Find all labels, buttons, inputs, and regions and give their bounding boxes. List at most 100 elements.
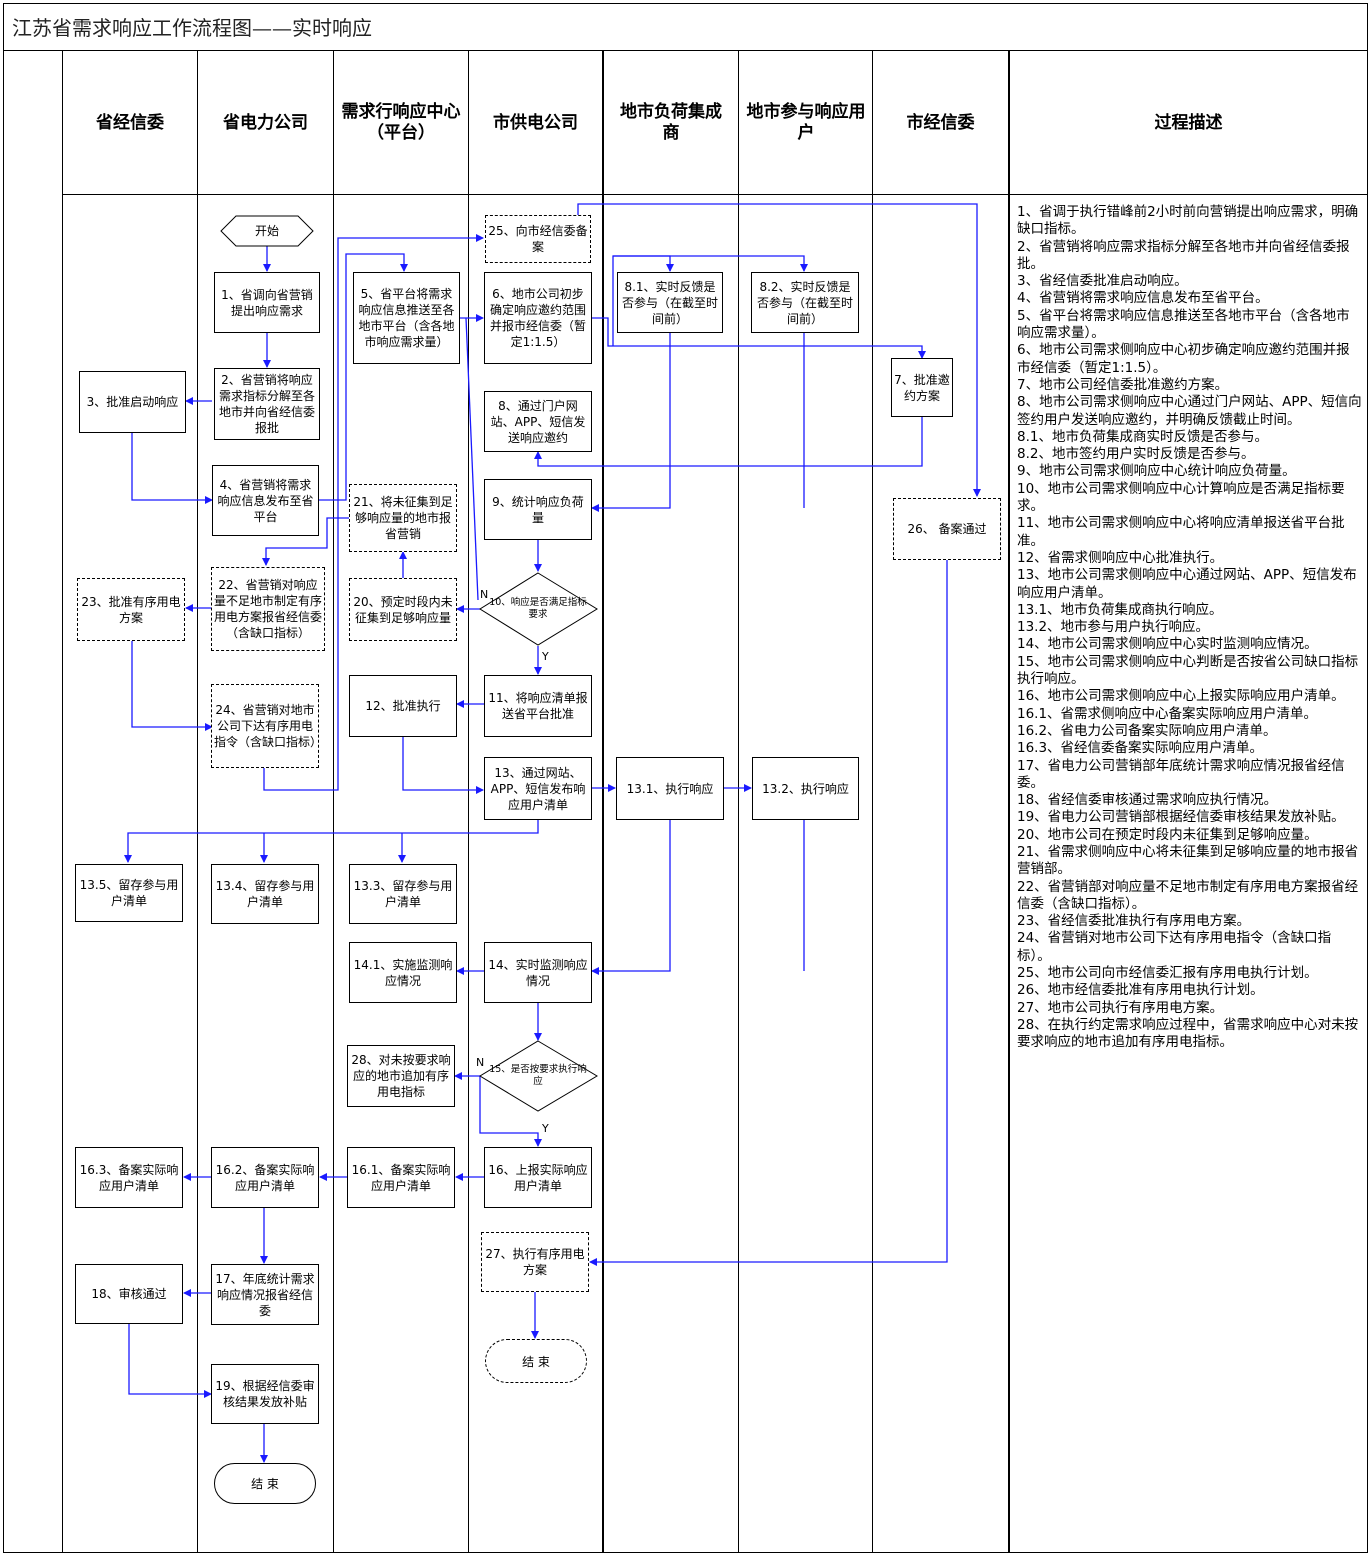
lane-header: 地市参与响应用户 [746,102,866,143]
process-node-17: 17、年底统计需求响应情况报省经信委 [211,1264,319,1325]
process-node-3: 3、批准启动响应 [79,371,186,433]
process-node-14-1: 14.1、实施监测响应情况 [349,942,457,1003]
description-item: 13.2、地市参与用户执行响应。 [1017,619,1210,636]
description-item: 22、省营销部对响应量不足地市制定有序用电方案报省经信委（含缺口指标）。 [1017,878,1359,912]
description-item: 23、省经信委批准执行有序用电方案。 [1017,913,1251,930]
description-item: 16.3、省经信委备案实际响应用户清单。 [1017,740,1264,757]
lane-line [62,51,63,1552]
description-item: 16、地市公司需求侧响应中心上报实际响应用户清单。 [1017,688,1345,705]
description-item: 27、地市公司执行有序用电方案。 [1017,999,1224,1016]
process-node-13-3: 13.3、留存参与用户清单 [349,864,457,924]
description-item: 11、地市公司需求侧响应中心将响应清单报送省平台批准。 [1017,515,1345,549]
process-node-1: 1、省调向省营销提出响应需求 [214,272,320,333]
process-node-5: 5、省平台将需求响应信息推送至各地市平台（含各地市响应需求量） [353,272,460,364]
process-node-16: 16、上报实际响应用户清单 [484,1147,592,1208]
process-node-4: 4、省营销将需求响应信息发布至省平台 [212,465,319,536]
lane-line [738,51,739,1552]
description-item: 7、地市公司经信委批准邀约方案。 [1017,376,1229,393]
description-item: 19、省电力公司营销部根据经信委审核结果发放补贴。 [1017,809,1345,826]
description-item: 1、省调于执行错峰前2小时前向营销提出响应需求，明确缺口指标。 [1017,204,1359,238]
process-description: 1、省调于执行错峰前2小时前向营销提出响应需求，明确缺口指标。2、省营销将响应需… [1017,204,1363,1052]
description-item: 28、在执行约定需求响应过程中，省需求响应中心对未按要求响应的地市追加有序用电指… [1017,1016,1359,1051]
process-node-8: 8、通过门户网站、APP、短信发送响应邀约 [484,391,592,452]
description-item: 10、地市公司需求侧响应中心计算响应是否满足指标要求。 [1017,480,1345,515]
process-node-8-2: 8.2、实时反馈是否参与（在截至时间前） [751,272,859,333]
lane-line [1008,51,1010,1552]
process-node-12: 12、批准执行 [349,675,457,737]
edge [131,433,213,504]
process-node-2: 2、省营销将响应需求指标分解至各地市并向省经信委报批 [214,368,320,440]
description-item: 8.1、地市负荷集成商实时反馈是否参与。 [1017,428,1268,445]
page-title: 江苏省需求响应工作流程图——实时响应 [12,16,372,40]
process-node-9: 9、统计响应负荷量 [484,479,592,540]
process-node-23: 23、批准有序用电方案 [77,578,185,641]
process-node-7: 7、批准邀约方案 [891,358,953,417]
edge [591,333,671,512]
edge [577,203,981,497]
process-node-14: 14、实时监测响应情况 [484,942,592,1003]
description-item: 6、地市公司需求侧响应中心初步确定响应邀约范围并报市经信委（暂定1:1.5）。 [1017,342,1350,376]
process-node-19: 19、根据经信委审核结果发放补贴 [211,1364,319,1424]
edge [402,737,484,794]
process-node-16-3: 16.3、备案实际响应用户清单 [75,1147,183,1208]
description-item: 12、省需求侧响应中心批准执行。 [1017,549,1224,566]
process-node-13-4: 13.4、留存参与用户清单 [211,864,319,924]
decision-node-10: 10、响应是否满足指标要求 [489,597,587,620]
lane-line [333,51,334,1552]
lane-line [197,51,198,1552]
start-node: 开始 [254,224,279,238]
process-node-18: 18、审核通过 [75,1264,183,1324]
description-item: 13、地市公司需求侧响应中心通过网站、APP、短信发布响应用户清单。 [1017,567,1357,601]
process-node-8-1: 8.1、实时反馈是否参与（在截至时间前） [617,272,723,333]
process-node-24: 24、省营销对地市公司下达有序用电指令（含缺口指标） [211,684,322,768]
description-item: 14、地市公司需求侧响应中心实时监测响应情况。 [1017,636,1318,653]
lane-header: 省电力公司 [223,112,308,133]
header-divider [62,194,1367,195]
lane-header: 需求行响应中心（平台） [341,102,461,143]
process-node-25: 25、向市经信委备案 [485,215,591,263]
edge [591,820,671,975]
description-item: 5、省平台将需求响应信息推送至各地市平台（含各地市响应需求量）。 [1017,307,1350,342]
description-item: 2、省营销将响应需求指标分解至各地市并向省经信委报批。 [1017,238,1350,272]
description-item: 21、省需求侧响应中心将未征集到足够响应量的地市报省营销部。 [1017,843,1359,878]
lane-header: 过程描述 [1154,112,1223,133]
edge [263,234,484,791]
lane-line [602,51,604,1552]
description-item: 13.1、地市负荷集成商执行响应。 [1017,601,1223,618]
edge [591,317,926,359]
process-node-16-1: 16.1、备案实际响应用户清单 [347,1147,455,1208]
lane-header: 地市负荷集成商 [620,102,722,143]
description-item: 25、地市公司向市经信委汇报有序用电执行计划。 [1017,965,1318,982]
edge [128,1324,212,1398]
edge [124,820,539,863]
edge [589,560,948,1266]
description-item: 26、地市经信委批准有序用电执行计划。 [1017,982,1264,999]
description-item: 9、地市公司需求侧响应中心统计响应负荷量。 [1017,463,1296,480]
yes-label: Y [542,650,549,663]
edge [534,417,923,467]
description-item: 16.2、省电力公司备案实际响应用户清单。 [1017,722,1277,739]
process-node-21: 21、将未征集到足够响应量的地市报省营销 [349,484,457,552]
description-item: 3、省经信委批准启动响应。 [1017,273,1188,290]
lane-line [468,51,469,1552]
lane-line [872,51,873,1552]
start-shape [220,215,314,247]
decision-shape [479,572,598,646]
process-node-6: 6、地市公司初步确定响应邀约范围并报市经信委（暂定1:1.5） [484,272,592,364]
description-item: 8.2、地市签约用户实时反馈是否参与。 [1017,446,1255,463]
description-item: 18、省经信委审核通过需求响应执行情况。 [1017,792,1278,809]
page-frame [3,3,1368,1553]
description-item: 20、地市公司在预定时段内未征集到足够响应量。 [1017,826,1318,843]
edge [479,1076,542,1147]
process-node-22: 22、省营销对响应量不足地市制定有序用电方案报省经信委（含缺口指标） [211,567,325,651]
lane-header: 市经信委 [906,112,975,133]
process-node-13-2: 13.2、执行响应 [752,757,859,820]
title-divider [3,50,1367,51]
description-item: 16.1、省需求侧响应中心备案实际响应用户清单。 [1017,705,1318,722]
yes-label: Y [542,1122,549,1135]
description-item: 8、地市公司需求侧响应中心通过门户网站、APP、短信向签约用户发送响应邀约，并明… [1017,394,1362,428]
edge [131,641,213,731]
description-item: 17、省电力公司营销部年底统计需求响应情况报省经信委。 [1017,757,1345,791]
end-node: 结 束 [214,1463,316,1504]
